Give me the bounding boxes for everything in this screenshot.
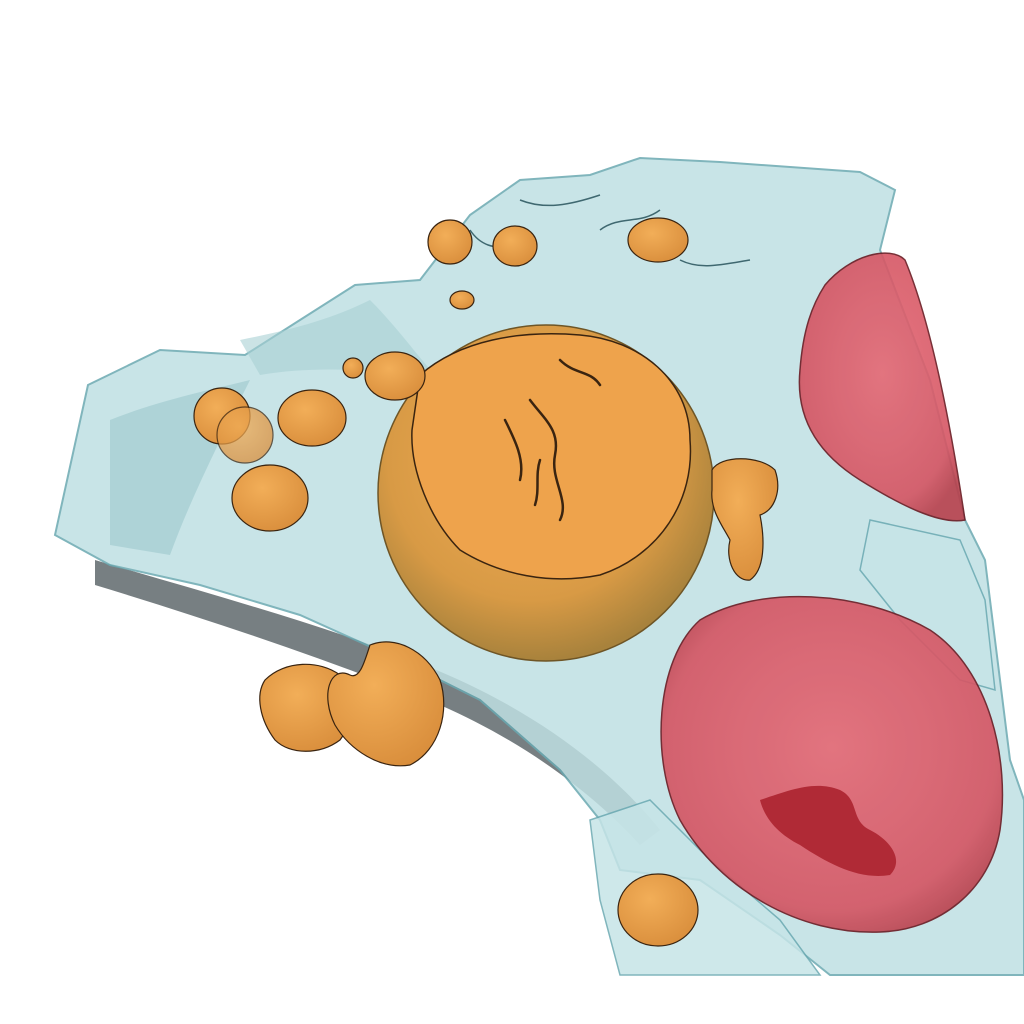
membrane-shadow — [95, 560, 660, 845]
central-sphere-cap — [411, 333, 692, 580]
vesicle-13 — [327, 641, 445, 767]
vesicle-2 — [492, 225, 538, 267]
vesicle-10 — [231, 464, 309, 532]
vesicle-3 — [627, 217, 689, 263]
vesicle-1 — [427, 219, 473, 265]
vesicle-6 — [364, 351, 426, 401]
central-sphere-crevices — [503, 358, 602, 522]
vesicle-9 — [277, 389, 347, 447]
vesicle-5 — [342, 357, 364, 379]
vesicle-11 — [711, 458, 779, 581]
red-body-lower-core — [760, 785, 897, 876]
vesicle-8 — [216, 406, 274, 464]
vesicle-group — [193, 217, 779, 947]
red-body-lower — [660, 595, 1004, 933]
membrane-wrinkles — [469, 194, 751, 267]
red-body-upper — [798, 252, 966, 522]
vesicle-4 — [449, 290, 475, 310]
vesicle-14 — [617, 873, 699, 947]
